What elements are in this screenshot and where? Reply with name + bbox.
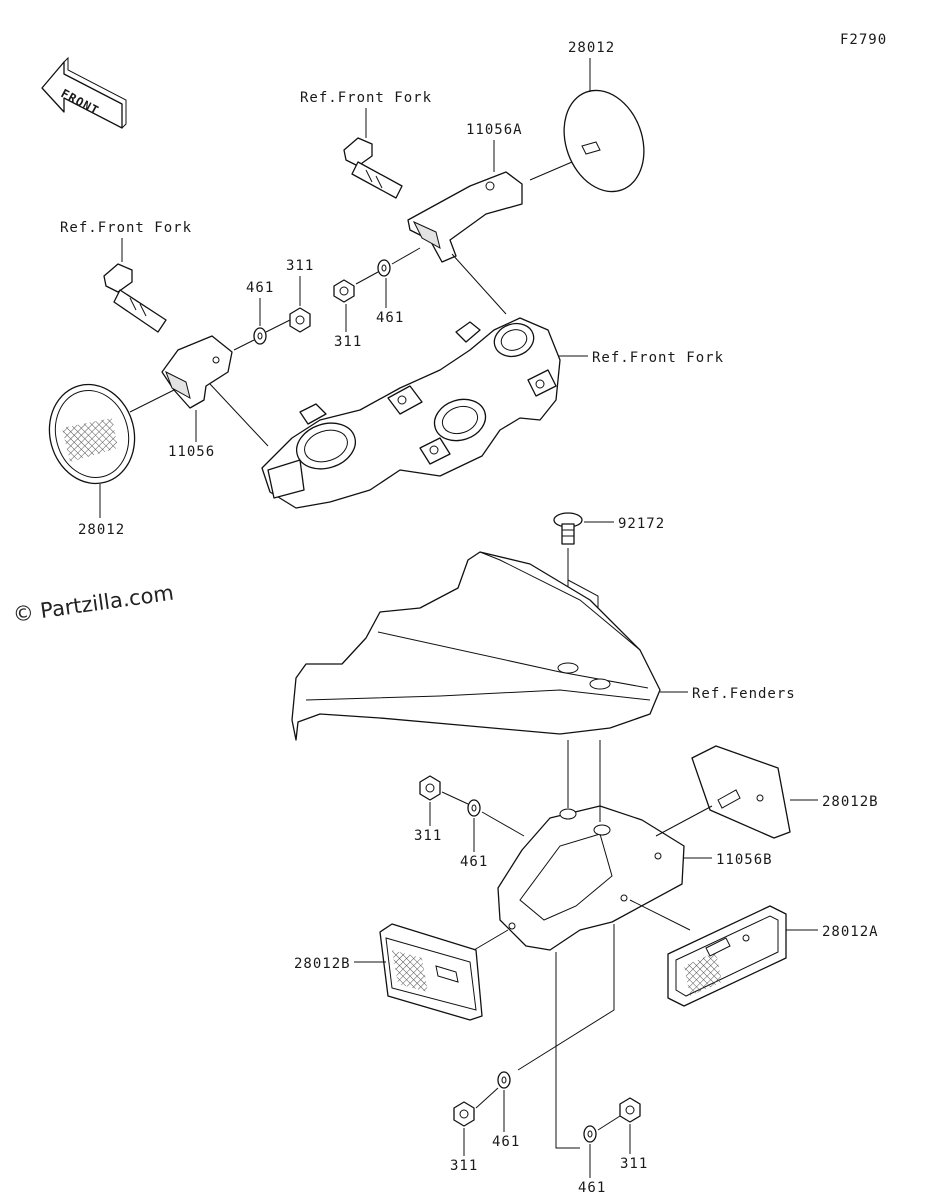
label-311-rear-top: 311 [414, 828, 442, 844]
bracket-11056a [407, 171, 523, 263]
bracket-11056 [161, 335, 233, 409]
reflector-28012b-left [379, 923, 483, 1021]
screw-92172 [553, 512, 583, 545]
label-28012a: 28012A [822, 924, 879, 940]
washer-461-left [253, 327, 267, 345]
fender [291, 551, 661, 741]
front-arrow-icon: FRONT [41, 56, 127, 129]
label-311-bottom-left: 311 [450, 1158, 478, 1174]
label-311-left: 311 [286, 258, 314, 274]
washer-461-bottom-right [583, 1125, 597, 1143]
label-28012-left: 28012 [78, 522, 125, 538]
label-28012-top: 28012 [568, 40, 615, 56]
washer-461-rear-top [467, 799, 481, 817]
label-28012b-left: 28012B [294, 956, 351, 972]
label-28012b-right: 28012B [822, 794, 879, 810]
watermark: © Partzilla.com [11, 581, 175, 627]
reflector-28012-left [48, 383, 136, 485]
label-92172: 92172 [618, 516, 665, 532]
triple-clamp [261, 317, 561, 509]
label-ref-front-fork-left: Ref.Front Fork [60, 220, 192, 236]
reflector-28012b-right [691, 745, 791, 839]
bracket-11056b [497, 805, 685, 951]
label-ref-front-fork-top: Ref.Front Fork [300, 90, 432, 106]
nut-311-mid [333, 279, 355, 303]
washer-461-bottom-left [497, 1071, 511, 1089]
top-fork-bolt [343, 137, 403, 199]
figure-code: F2790 [840, 32, 887, 48]
label-ref-front-fork-right: Ref.Front Fork [592, 350, 724, 366]
label-11056: 11056 [168, 444, 215, 460]
label-ref-fenders: Ref.Fenders [692, 686, 796, 702]
label-461-bottom-right: 461 [578, 1180, 606, 1196]
label-461-bottom-left: 461 [492, 1134, 520, 1150]
reflector-28012-top [563, 89, 645, 193]
label-311-mid: 311 [334, 334, 362, 350]
label-461-rear-top: 461 [460, 854, 488, 870]
label-11056a: 11056A [466, 122, 523, 138]
label-461-mid: 461 [376, 310, 404, 326]
reflector-28012a [667, 905, 787, 1007]
washer-461-mid [377, 259, 391, 277]
nut-311-bottom-left [453, 1101, 475, 1127]
nut-311-left [289, 307, 311, 333]
label-461-left: 461 [246, 280, 274, 296]
nut-311-bottom-right [619, 1097, 641, 1123]
nut-311-rear-top [419, 775, 441, 801]
label-311-bottom-right: 311 [620, 1156, 648, 1172]
label-11056b: 11056B [716, 852, 773, 868]
left-fork-bolt [103, 263, 167, 333]
